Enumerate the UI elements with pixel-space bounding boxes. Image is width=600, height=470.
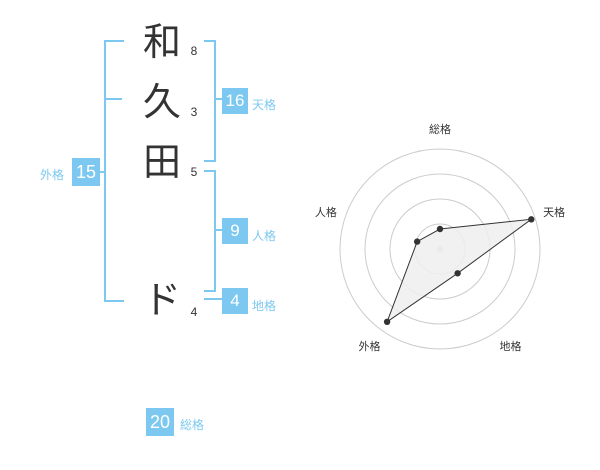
radar-axis-label-1: 総格 xyxy=(429,122,451,136)
soukaku-value-box: 20 xyxy=(146,408,174,436)
name-char-3: 田 xyxy=(142,140,181,184)
stroke-count-4: 4 xyxy=(190,305,198,319)
radar-point-5 xyxy=(413,238,421,245)
radar-point-2 xyxy=(528,216,535,223)
chikaku-label: 地格 xyxy=(252,299,277,313)
radar-point-4 xyxy=(383,318,391,326)
jinkaku-bracket xyxy=(204,170,216,292)
name-char-4: ド xyxy=(142,278,181,322)
radar-axis-label-2: 天格 xyxy=(543,205,565,219)
gaikaku-label: 外格 xyxy=(40,168,65,182)
radar-point-1 xyxy=(436,225,444,233)
stroke-count-1: 8 xyxy=(190,44,198,58)
radar-axis-label-4: 外格 xyxy=(359,339,381,353)
jinkaku-connector xyxy=(214,229,222,231)
radar-axis-label-5: 人格 xyxy=(315,205,337,219)
gaikaku-value-box: 15 xyxy=(72,158,100,186)
tenkaku-label: 天格 xyxy=(252,98,277,112)
chikaku-value-box: 4 xyxy=(222,288,248,314)
tenkaku-bracket xyxy=(204,40,216,162)
chikaku-connector xyxy=(204,298,222,300)
name-char-2: 久 xyxy=(142,80,181,124)
radar-ring-1 xyxy=(339,148,541,350)
radar-point-3 xyxy=(454,270,461,277)
gaikaku-bracket-tick xyxy=(106,98,122,100)
tenkaku-connector xyxy=(214,98,222,100)
soukaku-label: 総格 xyxy=(180,418,205,432)
gaikaku-connector xyxy=(96,171,106,173)
jinkaku-value-box: 9 xyxy=(222,218,248,244)
jinkaku-label: 人格 xyxy=(252,229,277,243)
stroke-count-3: 5 xyxy=(190,165,198,179)
tenkaku-value-box: 16 xyxy=(222,88,248,114)
name-char-1: 和 xyxy=(142,20,181,64)
stroke-count-2: 3 xyxy=(190,105,198,119)
radar-axis-label-3: 地格 xyxy=(500,339,522,353)
radar-ring-2 xyxy=(364,173,516,325)
